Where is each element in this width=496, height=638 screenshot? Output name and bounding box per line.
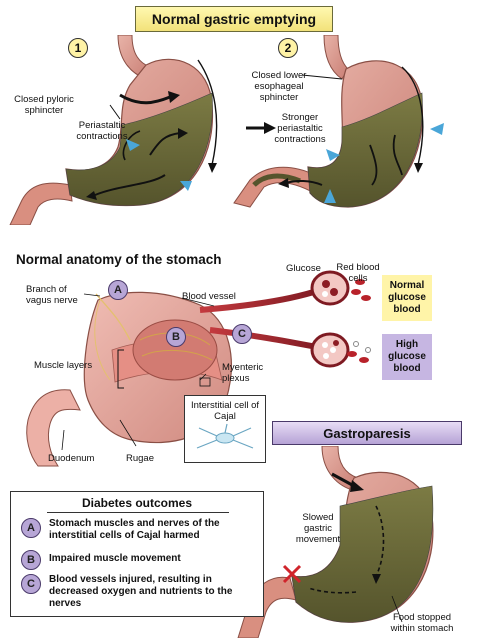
interstitial-cell-label: Interstitial cell of Cajal [190, 400, 260, 422]
outcome-a-letter: A [27, 522, 35, 534]
stomach-2-contents [307, 92, 423, 208]
outcomes-title: Diabetes outcomes [81, 496, 193, 510]
glucose-label: Glucose [286, 263, 321, 274]
intestine-2 [233, 166, 316, 208]
duodenum-shape [26, 389, 81, 467]
normal-glucose-badge: Normal glucose blood [382, 275, 432, 321]
intestine-1 [9, 182, 73, 225]
red-blood-cells-label: Red blood cells [336, 262, 380, 284]
outcome-c-text: Blood vessels injured, resulting in decr… [49, 574, 233, 609]
outcome-a-text: Stomach muscles and nerves of the inters… [49, 518, 220, 541]
food-stopped-label: Food stopped within stomach [390, 612, 454, 634]
outcome-c-marker: C [21, 574, 41, 594]
intestine-3 [237, 576, 297, 638]
step-1-badge: 1 [68, 38, 88, 58]
marker-c-anatomy-text: C [238, 328, 246, 340]
gastroparesis-title: Gastroparesis [272, 421, 462, 445]
high-glucose-badge: High glucose blood [382, 334, 432, 380]
normal-emptying-title-text: Normal gastric emptying [151, 11, 317, 27]
marker-a-anatomy: A [108, 280, 128, 300]
outcome-b-letter: B [27, 554, 35, 566]
step-2-number: 2 [284, 41, 292, 55]
gastroparesis-illustration [237, 446, 434, 638]
vessel-cross-section-normal [310, 270, 350, 306]
marker-b-anatomy-text: B [172, 331, 180, 343]
stomach-2-illustration [233, 35, 444, 208]
marker-a-anatomy-text: A [114, 284, 122, 296]
interstitial-cell-box: Interstitial cell of Cajal [184, 395, 266, 463]
high-glucose-text: High glucose blood [388, 339, 426, 374]
duodenum-label: Duodenum [48, 453, 95, 464]
closed-lower-esophageal-label: Closed lower esophageal sphincter [251, 70, 307, 103]
blood-vessel-upper [199, 287, 321, 313]
normal-emptying-title: Normal gastric emptying [135, 6, 333, 32]
outcome-a-marker: A [21, 518, 41, 538]
gastroparesis-contents [291, 485, 434, 623]
outcome-b-marker: B [21, 550, 41, 570]
stomach-1-illustration [9, 35, 218, 225]
myenteric-plexus-label: Myenteric plexus [222, 362, 264, 384]
peristaltic-contractions-label: Periastaltic contractions [76, 120, 128, 142]
normal-glucose-text: Normal glucose blood [388, 280, 426, 315]
rugae-label: Rugae [126, 453, 154, 464]
branch-vagus-label: Branch of vagus nerve [26, 284, 78, 306]
outcome-item-a: A Stomach muscles and nerves of the inte… [21, 518, 249, 542]
anatomy-title: Normal anatomy of the stomach [16, 252, 222, 267]
step-1-number: 1 [74, 41, 82, 55]
stomach-1-contents [65, 92, 213, 206]
outcome-item-c: C Blood vessels injured, resulting in de… [21, 574, 249, 610]
outcome-item-b: B Impaired muscle movement [21, 550, 249, 570]
cajal-cell-icon [196, 423, 254, 449]
gastroparesis-title-text: Gastroparesis [323, 425, 411, 441]
muscle-layers-label: Muscle layers [34, 360, 93, 371]
slowed-movement-label: Slowed gastric movement [295, 512, 341, 545]
marker-b-anatomy: B [166, 327, 186, 347]
blood-vessel-label: Blood vessel [182, 291, 236, 302]
diabetes-outcomes-box: Diabetes outcomes A Stomach muscles and … [10, 491, 264, 617]
closed-pyloric-sphincter-label: Closed pyloric sphincter [14, 94, 74, 116]
transition-arrow [246, 122, 276, 134]
marker-c-anatomy: C [232, 324, 252, 344]
outcome-b-text: Impaired muscle movement [49, 553, 181, 564]
step-2-badge: 2 [278, 38, 298, 58]
stronger-peristaltic-label: Stronger periastaltic contractions [274, 112, 326, 145]
outcomes-divider [47, 512, 229, 513]
outcome-c-letter: C [27, 578, 35, 590]
